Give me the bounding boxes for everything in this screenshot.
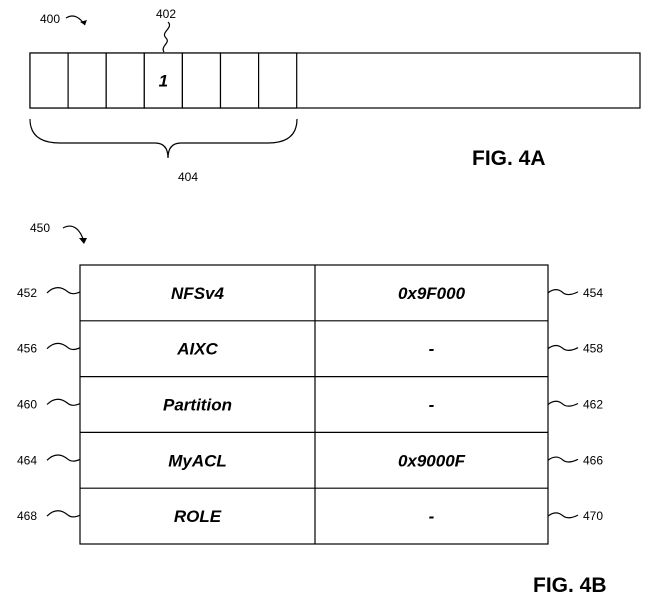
attribute-value: - (429, 507, 435, 526)
ref-label-right: 470 (583, 509, 603, 523)
ref-leader-left (46, 510, 81, 518)
ref-arrowhead-450 (79, 238, 87, 244)
ref-label-right: 454 (583, 286, 603, 300)
ref-label-400: 400 (40, 12, 60, 26)
ref-label-left: 452 (17, 286, 37, 300)
attribute-table (79, 264, 549, 545)
ref-label-right: 458 (583, 342, 603, 356)
bit-cell-6 (219, 52, 260, 109)
bit-cell-7 (258, 52, 298, 109)
attribute-name: NFSv4 (171, 284, 224, 303)
ref-leader-right (547, 344, 579, 351)
ref-arrowhead-400 (80, 20, 87, 25)
bit-cell-4 (143, 52, 184, 109)
ref-label-left: 460 (17, 398, 37, 412)
ref-leader-right (547, 289, 579, 296)
attribute-value: - (429, 340, 435, 359)
bit-cell-5 (181, 52, 222, 109)
attribute-value: 0x9000F (398, 451, 466, 470)
bit-cell-1 (29, 52, 69, 109)
ref-leader-402 (162, 21, 170, 53)
ref-label-404: 404 (178, 170, 198, 184)
group-brace-404 (29, 118, 298, 159)
bit-field-cells: 1 (29, 52, 298, 109)
ref-leader-right (547, 400, 579, 407)
ref-leader-left (46, 286, 81, 295)
attribute-name: Partition (163, 396, 232, 415)
ref-label-right: 466 (583, 453, 603, 467)
ref-label-left: 464 (17, 453, 37, 467)
ref-label-450: 450 (30, 221, 50, 235)
attribute-value: 0x9F000 (398, 284, 466, 303)
attribute-name: MyACL (168, 451, 227, 470)
attribute-name: AIXC (176, 340, 218, 359)
ref-arrow-400 (65, 15, 86, 26)
ref-label-left: 468 (17, 509, 37, 523)
ref-leader-left (46, 454, 81, 462)
fig-4b-caption: FIG. 4B (533, 574, 607, 597)
ref-leader-right (547, 512, 579, 519)
attribute-value: - (429, 396, 435, 415)
ref-leader-left (46, 398, 81, 406)
bit-cell-value: 1 (159, 72, 168, 91)
ref-label-left: 456 (17, 342, 37, 356)
bit-cell-2 (67, 52, 107, 109)
fig-4a-caption: FIG. 4A (472, 147, 546, 170)
ref-leader-right (547, 456, 579, 463)
bit-cell-3 (105, 52, 145, 109)
attribute-name: ROLE (174, 507, 222, 526)
ref-leader-left (46, 342, 81, 351)
ref-label-right: 462 (583, 398, 603, 412)
ref-label-402: 402 (156, 7, 176, 21)
fig-4a: 400 402 1 404 FIG. 4A (29, 7, 641, 184)
